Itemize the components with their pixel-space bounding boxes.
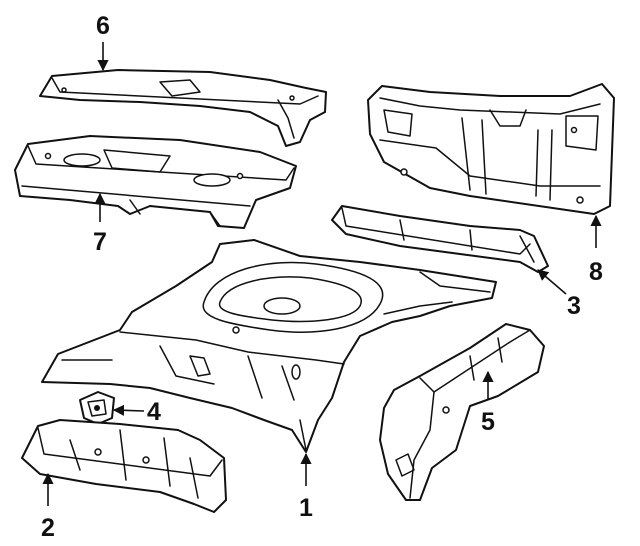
callout-5-label: 5 bbox=[481, 408, 495, 436]
callout-8: 8 bbox=[589, 214, 603, 286]
callout-3-label: 3 bbox=[567, 292, 581, 320]
part-4-bracket bbox=[79, 391, 115, 425]
part-2-floor-extension bbox=[21, 419, 227, 513]
callout-6: 6 bbox=[96, 12, 110, 72]
callout-2-label: 2 bbox=[41, 514, 55, 542]
callout-6-label: 6 bbox=[96, 12, 110, 40]
callout-7: 7 bbox=[93, 192, 107, 256]
part-1-trunk-floor-pan bbox=[41, 239, 497, 453]
part-5-side-rail bbox=[379, 323, 545, 501]
callout-1: 1 bbox=[299, 452, 313, 522]
part-6-rear-rail bbox=[39, 69, 327, 147]
part-7-package-tray bbox=[14, 135, 297, 229]
callout-7-label: 7 bbox=[93, 228, 107, 256]
callout-4-label: 4 bbox=[147, 398, 161, 426]
callout-1-label: 1 bbox=[299, 494, 313, 522]
callout-2: 2 bbox=[41, 472, 55, 542]
part-8-rear-body-panel bbox=[367, 83, 615, 215]
callout-8-label: 8 bbox=[589, 258, 603, 286]
callout-5: 5 bbox=[481, 370, 495, 436]
part-3-rear-crossmember bbox=[331, 205, 549, 273]
callout-3: 3 bbox=[537, 269, 581, 320]
callout-4: 4 bbox=[112, 398, 161, 426]
